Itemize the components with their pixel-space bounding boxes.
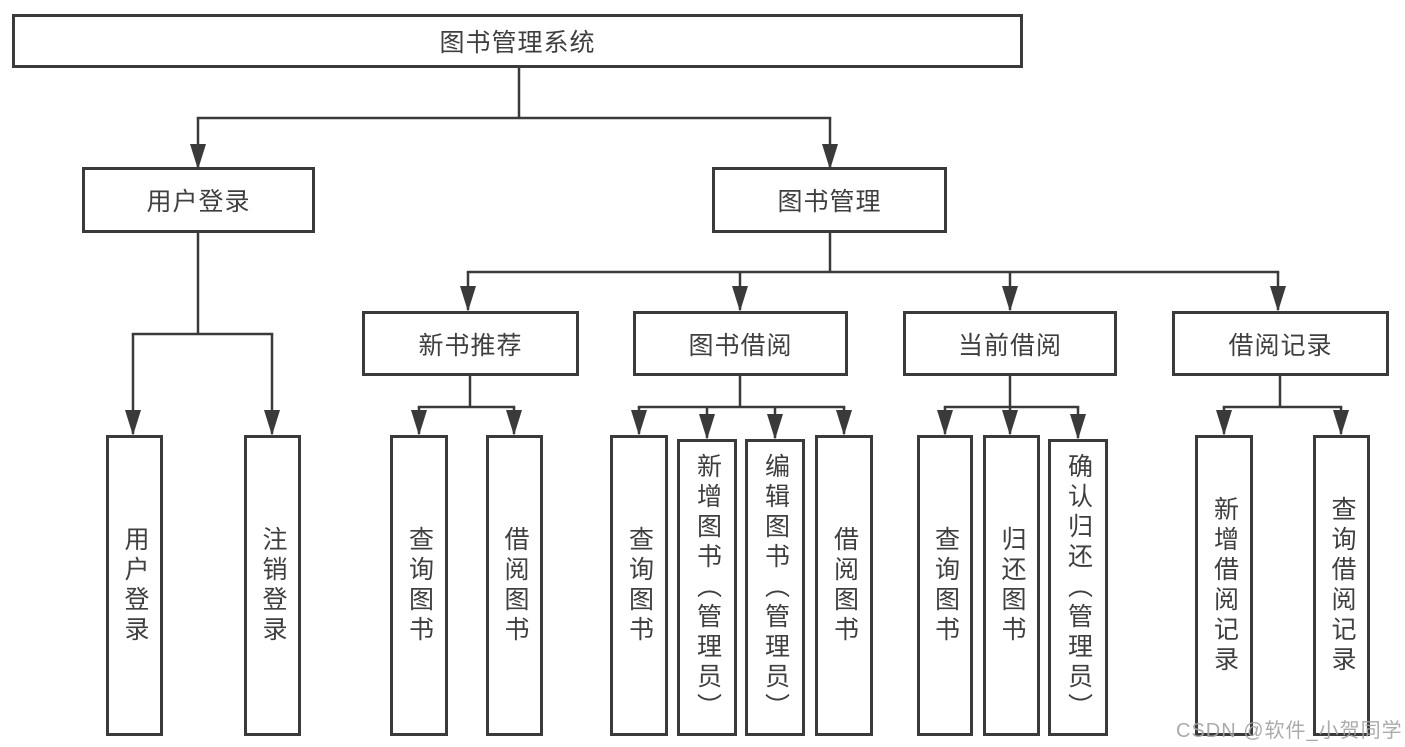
leaf-user-login: 用户登录 [106,435,163,736]
node-borrow-record: 借阅记录 [1172,311,1389,376]
leaf-bb-search-books: 查询图书 [610,435,668,736]
leaf-bb-add-books-admin: 新增图书（管理员） [677,439,737,736]
node-book-borrow: 图书借阅 [633,311,848,376]
leaf-br-search-record: 查询借阅记录 [1313,435,1370,736]
leaf-cb-return-books: 归还图书 [983,435,1040,736]
node-label: 借阅记录 [1228,331,1333,360]
csdn-watermark: CSDN @软件_小贺同学 [1176,720,1403,742]
node-label: 借阅图书 [501,525,529,646]
leaf-cb-confirm-return-admin: 确认归还（管理员） [1048,439,1108,736]
node-root: 图书管理系统 [12,14,1023,68]
node-label: 新增借阅记录 [1210,495,1239,676]
node-label: 新书推荐 [418,331,523,360]
node-label: 新增图书（管理员） [693,452,722,723]
leaf-nbr-borrow-books: 借阅图书 [486,435,543,736]
node-label: 当前借阅 [957,331,1062,360]
node-current-borrow: 当前借阅 [903,311,1117,376]
node-label: 借阅图书 [830,525,859,646]
leaf-nbr-search-books: 查询图书 [390,435,448,736]
node-label: 归还图书 [998,525,1026,646]
node-label: 确认归还（管理员） [1064,452,1093,723]
node-label: 查询借阅记录 [1328,495,1356,676]
node-new-book-recommend: 新书推荐 [362,311,579,376]
leaf-cb-search-books: 查询图书 [917,435,973,736]
node-label: 查询图书 [405,525,434,646]
node-label: 图书管理 [777,188,882,216]
node-user-login: 用户登录 [82,167,315,233]
node-book-management: 图书管理 [712,167,947,233]
node-label: 查询图书 [931,525,960,646]
leaf-logout: 注销登录 [244,435,301,736]
leaf-bb-borrow-books: 借阅图书 [815,435,873,736]
node-label: 图书借阅 [688,331,793,360]
node-label: 编辑图书（管理员） [761,452,790,723]
leaf-bb-edit-books-admin: 编辑图书（管理员） [745,439,805,736]
node-label: 用户登录 [121,525,149,646]
leaf-br-add-record: 新增借阅记录 [1195,435,1253,736]
node-label: 用户登录 [146,188,251,216]
node-label: 图书管理系统 [439,29,596,57]
node-label: 注销登录 [259,525,287,646]
node-label: 查询图书 [625,525,654,646]
